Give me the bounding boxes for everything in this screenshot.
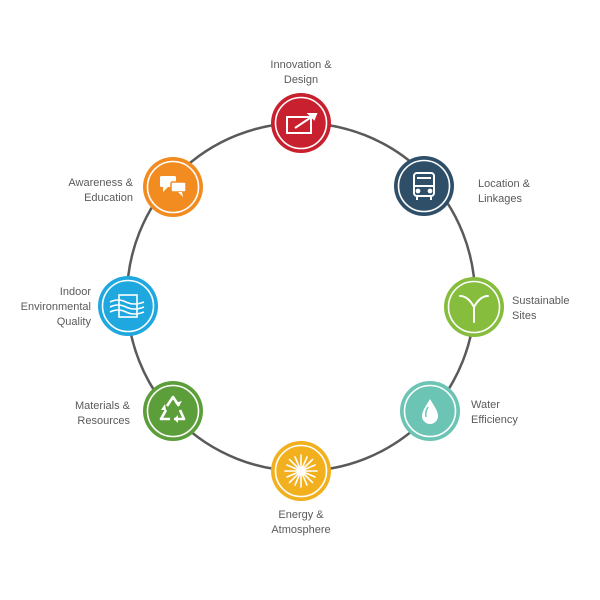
awareness-node (143, 157, 203, 217)
water-node (400, 381, 460, 441)
label-materials: Materials &Resources (74, 400, 130, 427)
bus-icon (413, 172, 435, 200)
chat-bubbles-icon (160, 176, 187, 197)
sustainable-node (444, 277, 504, 337)
indoor-node (98, 276, 158, 336)
recycle-icon (159, 395, 186, 423)
water-drop-icon (422, 399, 438, 424)
label-energy: Energy &Atmosphere (271, 509, 331, 536)
pen-tablet-icon (286, 113, 318, 134)
location-node (394, 156, 454, 216)
sun-icon (284, 454, 318, 488)
energy-node (271, 441, 331, 501)
label-location: Location &Linkages (478, 178, 530, 205)
label-innovation: Innovation &Design (270, 59, 332, 86)
innovation-node (271, 93, 331, 153)
materials-node (143, 381, 203, 441)
sprout-icon (459, 295, 489, 323)
label-awareness: Awareness &Education (68, 177, 133, 204)
air-window-icon (109, 294, 145, 318)
